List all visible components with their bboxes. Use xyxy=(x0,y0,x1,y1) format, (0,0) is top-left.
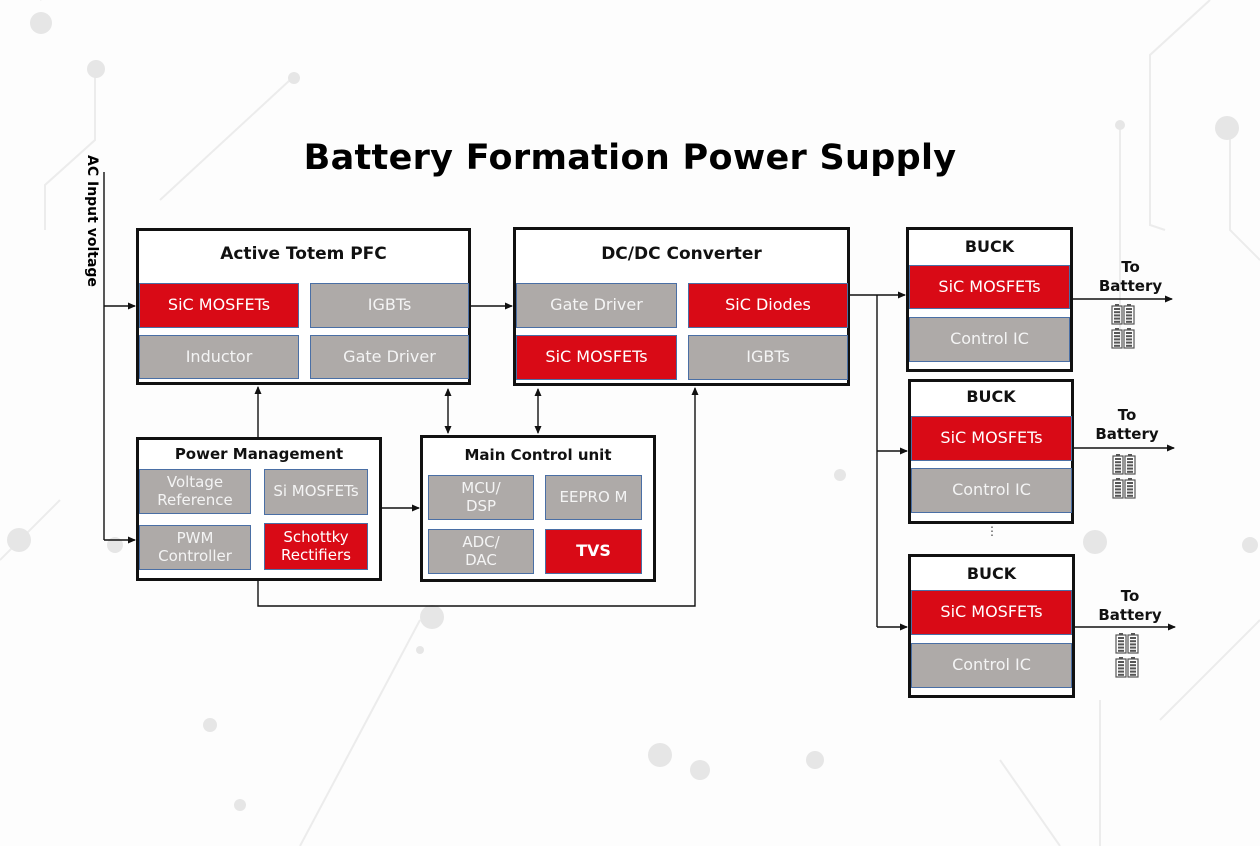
block-active-totem-pfc: Active Totem PFC SiC MOSFETs IGBTs Induc… xyxy=(136,228,471,385)
block-title: Active Totem PFC xyxy=(220,244,387,264)
component-control-ic: Control IC xyxy=(909,317,1070,362)
component-sic-mosfets: SiC MOSFETs xyxy=(911,590,1072,635)
component-gate-driver: Gate Driver xyxy=(310,335,469,379)
component-sic-mosfets: SiC MOSFETs xyxy=(909,265,1070,309)
battery-icon xyxy=(1123,304,1135,325)
block-dc-dc-converter: DC/DC Converter Gate Driver SiC Diodes S… xyxy=(513,227,850,386)
component-sic-mosfets: SiC MOSFETs xyxy=(139,283,299,328)
output-label-buck-3: To Battery xyxy=(1098,587,1162,624)
component-sic-mosfets: SiC MOSFETs xyxy=(516,335,677,380)
battery-cells-icon xyxy=(1115,633,1139,678)
block-buck-1: BUCK SiC MOSFETs Control IC xyxy=(906,227,1073,372)
component-adc-dac: ADC/ DAC xyxy=(428,529,534,574)
battery-icon xyxy=(1111,328,1123,349)
battery-icon xyxy=(1127,633,1139,654)
block-main-control-unit: Main Control unit MCU/ DSP EEPRO M ADC/ … xyxy=(420,435,656,582)
block-title: Main Control unit xyxy=(464,446,612,464)
block-power-management: Power Management Voltage Reference Si MO… xyxy=(136,437,382,581)
component-mcu-dsp: MCU/ DSP xyxy=(428,475,534,520)
component-tvs: TVS xyxy=(545,529,642,574)
component-igbts: IGBTs xyxy=(310,283,469,328)
component-control-ic: Control IC xyxy=(911,468,1072,513)
ac-input-label-text: AC Input voltage xyxy=(84,155,100,287)
battery-icon xyxy=(1124,454,1136,475)
more-bucks-ellipsis: ⋮ xyxy=(986,524,998,538)
block-title: DC/DC Converter xyxy=(601,244,762,264)
component-inductor: Inductor xyxy=(139,335,299,379)
battery-icon xyxy=(1112,478,1124,499)
battery-icon xyxy=(1127,657,1139,678)
component-igbts: IGBTs xyxy=(688,335,848,380)
component-voltage-reference: Voltage Reference xyxy=(139,469,251,514)
battery-icon xyxy=(1111,304,1123,325)
component-gate-driver: Gate Driver xyxy=(516,283,677,328)
battery-icon xyxy=(1115,657,1127,678)
component-sic-mosfets: SiC MOSFETs xyxy=(911,416,1072,461)
component-eeprom: EEPRO M xyxy=(545,475,642,520)
component-pwm-controller: PWM Controller xyxy=(139,525,251,570)
output-label-buck-2: To Battery xyxy=(1095,406,1159,443)
battery-icon xyxy=(1124,478,1136,499)
block-title: BUCK xyxy=(966,564,1017,583)
block-title: Power Management xyxy=(174,445,344,463)
component-schottky-rectifiers: Schottky Rectifiers xyxy=(264,523,368,570)
battery-cells-icon xyxy=(1112,454,1136,499)
block-buck-3: BUCK SiC MOSFETs Control IC xyxy=(908,554,1075,698)
battery-icon xyxy=(1123,328,1135,349)
diagram-title: Battery Formation Power Supply xyxy=(303,138,957,178)
component-sic-diodes: SiC Diodes xyxy=(688,283,848,328)
block-buck-2: BUCK SiC MOSFETs Control IC xyxy=(908,379,1074,524)
battery-cells-icon xyxy=(1111,304,1135,349)
block-title: BUCK xyxy=(966,387,1016,406)
output-label-buck-1: To Battery xyxy=(1098,258,1163,295)
component-control-ic: Control IC xyxy=(911,643,1072,688)
ac-input-label: AC Input voltage xyxy=(77,155,107,305)
battery-icon xyxy=(1112,454,1124,475)
block-title: BUCK xyxy=(964,237,1015,256)
component-si-mosfets: Si MOSFETs xyxy=(264,469,368,515)
battery-icon xyxy=(1115,633,1127,654)
